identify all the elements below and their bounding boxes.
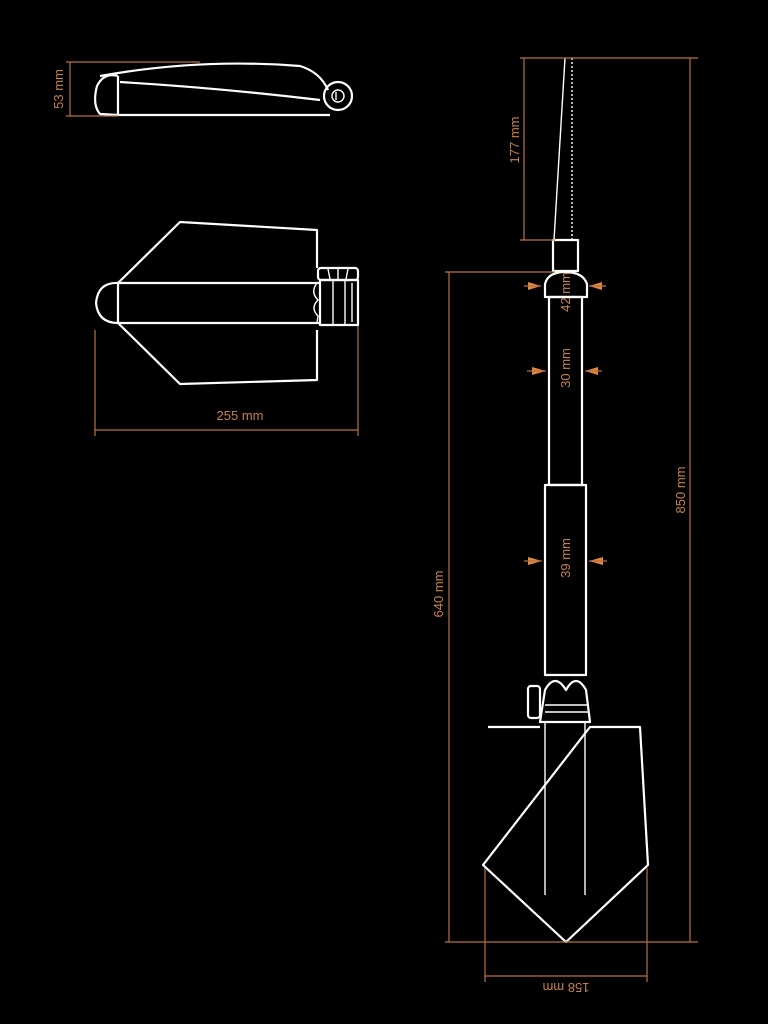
label-42mm: 42 mm: [558, 272, 573, 312]
dimension-177mm: 177 mm: [507, 57, 698, 241]
label-640mm: 640 mm: [431, 571, 446, 618]
label-850mm: 850 mm: [673, 467, 688, 514]
dimension-30mm: 30 mm: [527, 348, 602, 388]
label-39mm: 39 mm: [558, 538, 573, 578]
dimension-39mm: 39 mm: [524, 538, 607, 578]
dimension-640mm: 640 mm: [431, 271, 555, 942]
dimension-53mm: 53 mm: [51, 61, 200, 117]
label-53mm: 53 mm: [51, 69, 66, 109]
folded-top-view: [94, 220, 360, 386]
dimension-850mm: 850 mm: [445, 58, 698, 943]
dimension-42mm: 42 mm: [524, 272, 606, 312]
dimension-158mm: 158 mm: [484, 868, 648, 995]
folded-side-view: [93, 62, 354, 117]
unfolded-shovel: [481, 57, 650, 944]
label-177mm: 177 mm: [507, 117, 522, 164]
label-158mm: 158 mm: [543, 980, 590, 995]
dimension-255mm: 255 mm: [94, 326, 359, 436]
label-30mm: 30 mm: [558, 348, 573, 388]
label-255mm: 255 mm: [217, 408, 264, 423]
